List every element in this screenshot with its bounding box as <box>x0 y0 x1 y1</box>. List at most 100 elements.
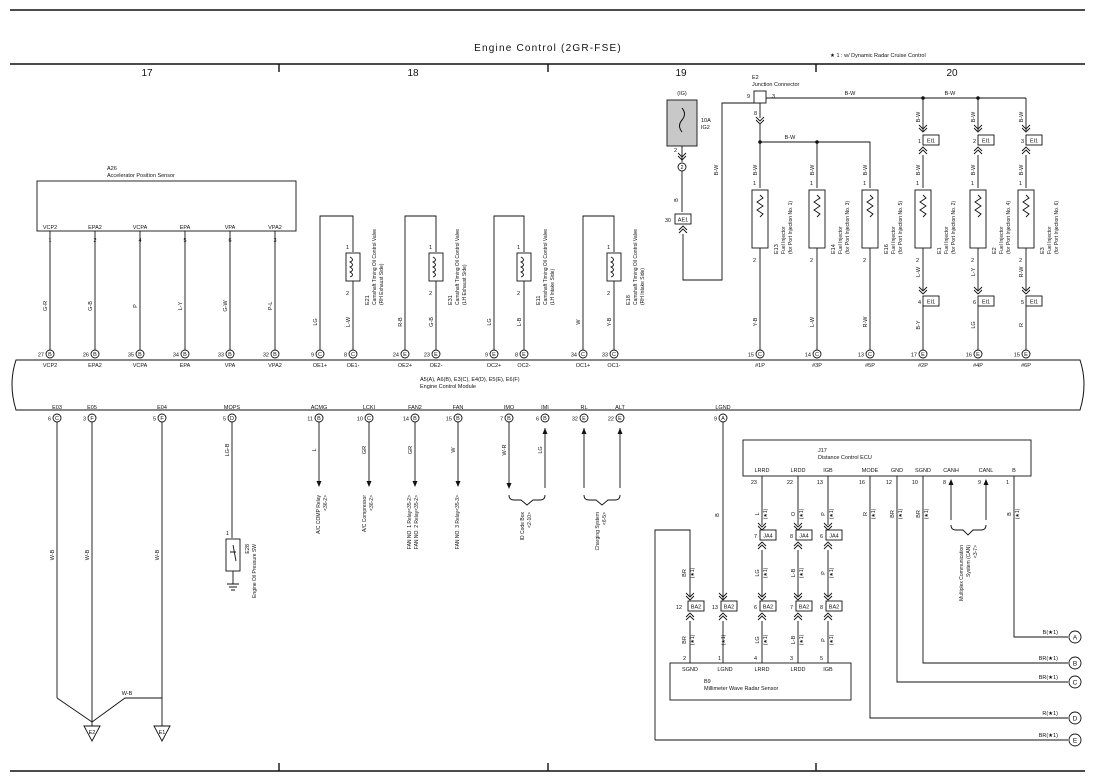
ecm-e04-conn <box>157 413 167 423</box>
ocv-e21-ecm-plus-conn-letter: C <box>318 352 322 358</box>
ocv-e11-ecm-minus-conn <box>519 349 529 359</box>
injector-3p-ecm-conn-letter: C <box>815 352 819 358</box>
ecm-a26-vcp2-conn-letter: B <box>48 352 52 358</box>
a26-name: Accelerator Position Sensor <box>107 173 175 179</box>
ocv-e31-coil <box>431 256 436 278</box>
j17-mode-pin: 16 <box>859 480 865 486</box>
ocv-e21-w1: LG <box>313 318 319 325</box>
ocv-e11-name: Camshaft Timing Oil Control Valve <box>543 229 549 305</box>
injector-2p-ei1-in-box <box>922 134 940 146</box>
ecm-lcki-conn-letter: C <box>367 416 371 422</box>
ocv-e31-side: (LH Exhaust Side) <box>462 264 468 305</box>
j17-lrrd-ja4-box <box>759 529 777 541</box>
ecm-imi-conn-letter: B <box>543 416 547 422</box>
injector-4p-ecm-label: #4P <box>973 363 983 369</box>
ecm-imi-label: IMI <box>541 405 549 411</box>
injector-4p-code: E2 <box>992 247 998 254</box>
output-c-letter: C <box>1073 680 1078 687</box>
sgnd-ba2-pin: 12 <box>676 605 682 611</box>
diagram-frame <box>10 9 1085 772</box>
ig2-pin: 2 <box>674 148 677 154</box>
ocv-e11-ecm-plus-conn <box>489 349 499 359</box>
injector-4p-ei1-in-box <box>977 134 995 146</box>
ecm-a26-vcp2-conn <box>45 349 55 359</box>
injector-4p-ei1-out-arrows <box>973 286 983 295</box>
ground-bridge-1 <box>56 697 93 723</box>
ecm-acmg-wire-color: L <box>312 448 318 451</box>
j17-lrrd-b9-label: LRRD <box>755 667 770 673</box>
ground-bridge-2 <box>91 697 162 723</box>
ecm-a26-vcp2-label: VCP2 <box>43 363 57 369</box>
e2-junction-box <box>753 90 767 104</box>
injector-6p-sub: (for Port Injection No. 6) <box>1054 201 1060 254</box>
bus-mid-color: B-W <box>785 135 797 141</box>
injector-4p-sub: (for Port Injection No. 4) <box>1006 201 1012 254</box>
injector-5p-ecm-pin: 13 <box>858 353 864 359</box>
lgnd-b9-star: (★1) <box>721 634 727 645</box>
j17-gnd-star: (★1) <box>898 508 904 519</box>
ocv-e11-code: E11 <box>536 296 542 305</box>
bus-mid-splice-1 <box>758 140 762 144</box>
j17-lrdd-b9-color: L-B <box>791 635 797 644</box>
injector-2p-pin1: 1 <box>916 181 919 187</box>
ig2-connector-letter: 2 <box>680 165 683 171</box>
injector-2p-ecm-label: #2P <box>918 363 928 369</box>
injector-2p-ecm-conn-letter: E <box>921 352 925 358</box>
a26-epa2-pin: 2 <box>93 238 96 244</box>
ig2-connector <box>677 162 687 172</box>
injector-6p-ei1-out-box <box>1025 295 1043 307</box>
ae1-arrows <box>678 225 688 234</box>
lgnd-ba2-code: BA2 <box>724 605 734 611</box>
ecm-a26-vcpa-label: VCPA <box>133 363 148 369</box>
j17-igb-pin: 13 <box>817 480 823 486</box>
j17-igb-ba2-code: BA2 <box>829 605 839 611</box>
ocv-e18-name: Camshaft Timing Oil Control Valve <box>633 229 639 305</box>
ocv-e18-ecm-plus-conn-letter: C <box>581 352 585 358</box>
a26-vcpa-label: VCPA <box>133 225 148 231</box>
j17-canh-label: CANH <box>943 468 959 474</box>
j17-gnd-label: GND <box>891 468 903 474</box>
sgnd-lower-star: (★1) <box>690 634 696 645</box>
injector-1p-pin1: 1 <box>753 181 756 187</box>
ocv-e21-ecm-plus-pin: 9 <box>311 353 314 359</box>
ecm-e04-pin: 5 <box>153 417 156 423</box>
ecm-a26-vpa2-pin: 32 <box>263 353 269 359</box>
a26-vpa2-pin: 3 <box>273 238 276 244</box>
j17-igb-b9-color: P <box>821 638 827 642</box>
e28-code: E28 <box>245 544 251 554</box>
output-e-wire: BR(★1) <box>1039 732 1058 739</box>
injector-6p-w1: B-W <box>1019 111 1025 123</box>
injector-4p-ecm-pin: 16 <box>966 353 972 359</box>
labels: Engine Control (2GR-FSE)★ 1 : w/ Dynamic… <box>38 43 1078 745</box>
acmg-ref-page: <36-2> <box>323 495 329 511</box>
injector-2p-ei1-out-arrows <box>918 286 928 295</box>
j17-lrrd-ja4-out-arrows <box>757 541 767 550</box>
e2-code: E2 <box>752 75 759 81</box>
ecm-a26-vpa-label: VPA <box>225 363 236 369</box>
injector-4p-w2: L-Y <box>971 267 977 276</box>
j17-igb-ja4-out-arrows <box>823 541 833 550</box>
e28-switch-contact <box>230 544 237 562</box>
j17-igb-ba2-pin: 8 <box>820 605 823 611</box>
output-b-wire: BR(★1) <box>1039 655 1058 662</box>
output-b-circle <box>1068 656 1082 670</box>
j17-igb-ba2-arrows <box>823 592 833 601</box>
ocv-e11-ecm-plus-conn-letter: E <box>492 352 496 358</box>
j17-b-wire-color: B <box>1007 512 1013 516</box>
ocv-e21-name: Camshaft Timing Oil Control Valve <box>372 229 378 305</box>
injector-6p-ei1-in-code: EI1 <box>1030 139 1038 145</box>
j17-lrdd-ja4-pin: 8 <box>790 534 793 540</box>
ecm-a26-vpa-conn <box>225 349 235 359</box>
ocv-e18-coil <box>609 256 614 278</box>
ocv-e11-wire-plus <box>493 215 525 350</box>
injector-3p-code: E14 <box>831 244 837 254</box>
ecm-e04-label: E04 <box>157 405 167 411</box>
injector-2p-ei1-in-out-arrows <box>918 146 928 155</box>
j17-lrdd-label: LRDD <box>791 468 806 474</box>
lgnd-ba2-arrows <box>718 592 728 601</box>
ocv-e31-ecm-minus-conn <box>431 349 441 359</box>
j17-igb-label: IGB <box>823 468 833 474</box>
injector-6p-ecm-label: #6P <box>1021 363 1031 369</box>
ocv-e21-ecm-minus-pin: 8 <box>344 353 347 359</box>
injector-1p-sub: (for Port Injection No. 1) <box>788 201 794 254</box>
